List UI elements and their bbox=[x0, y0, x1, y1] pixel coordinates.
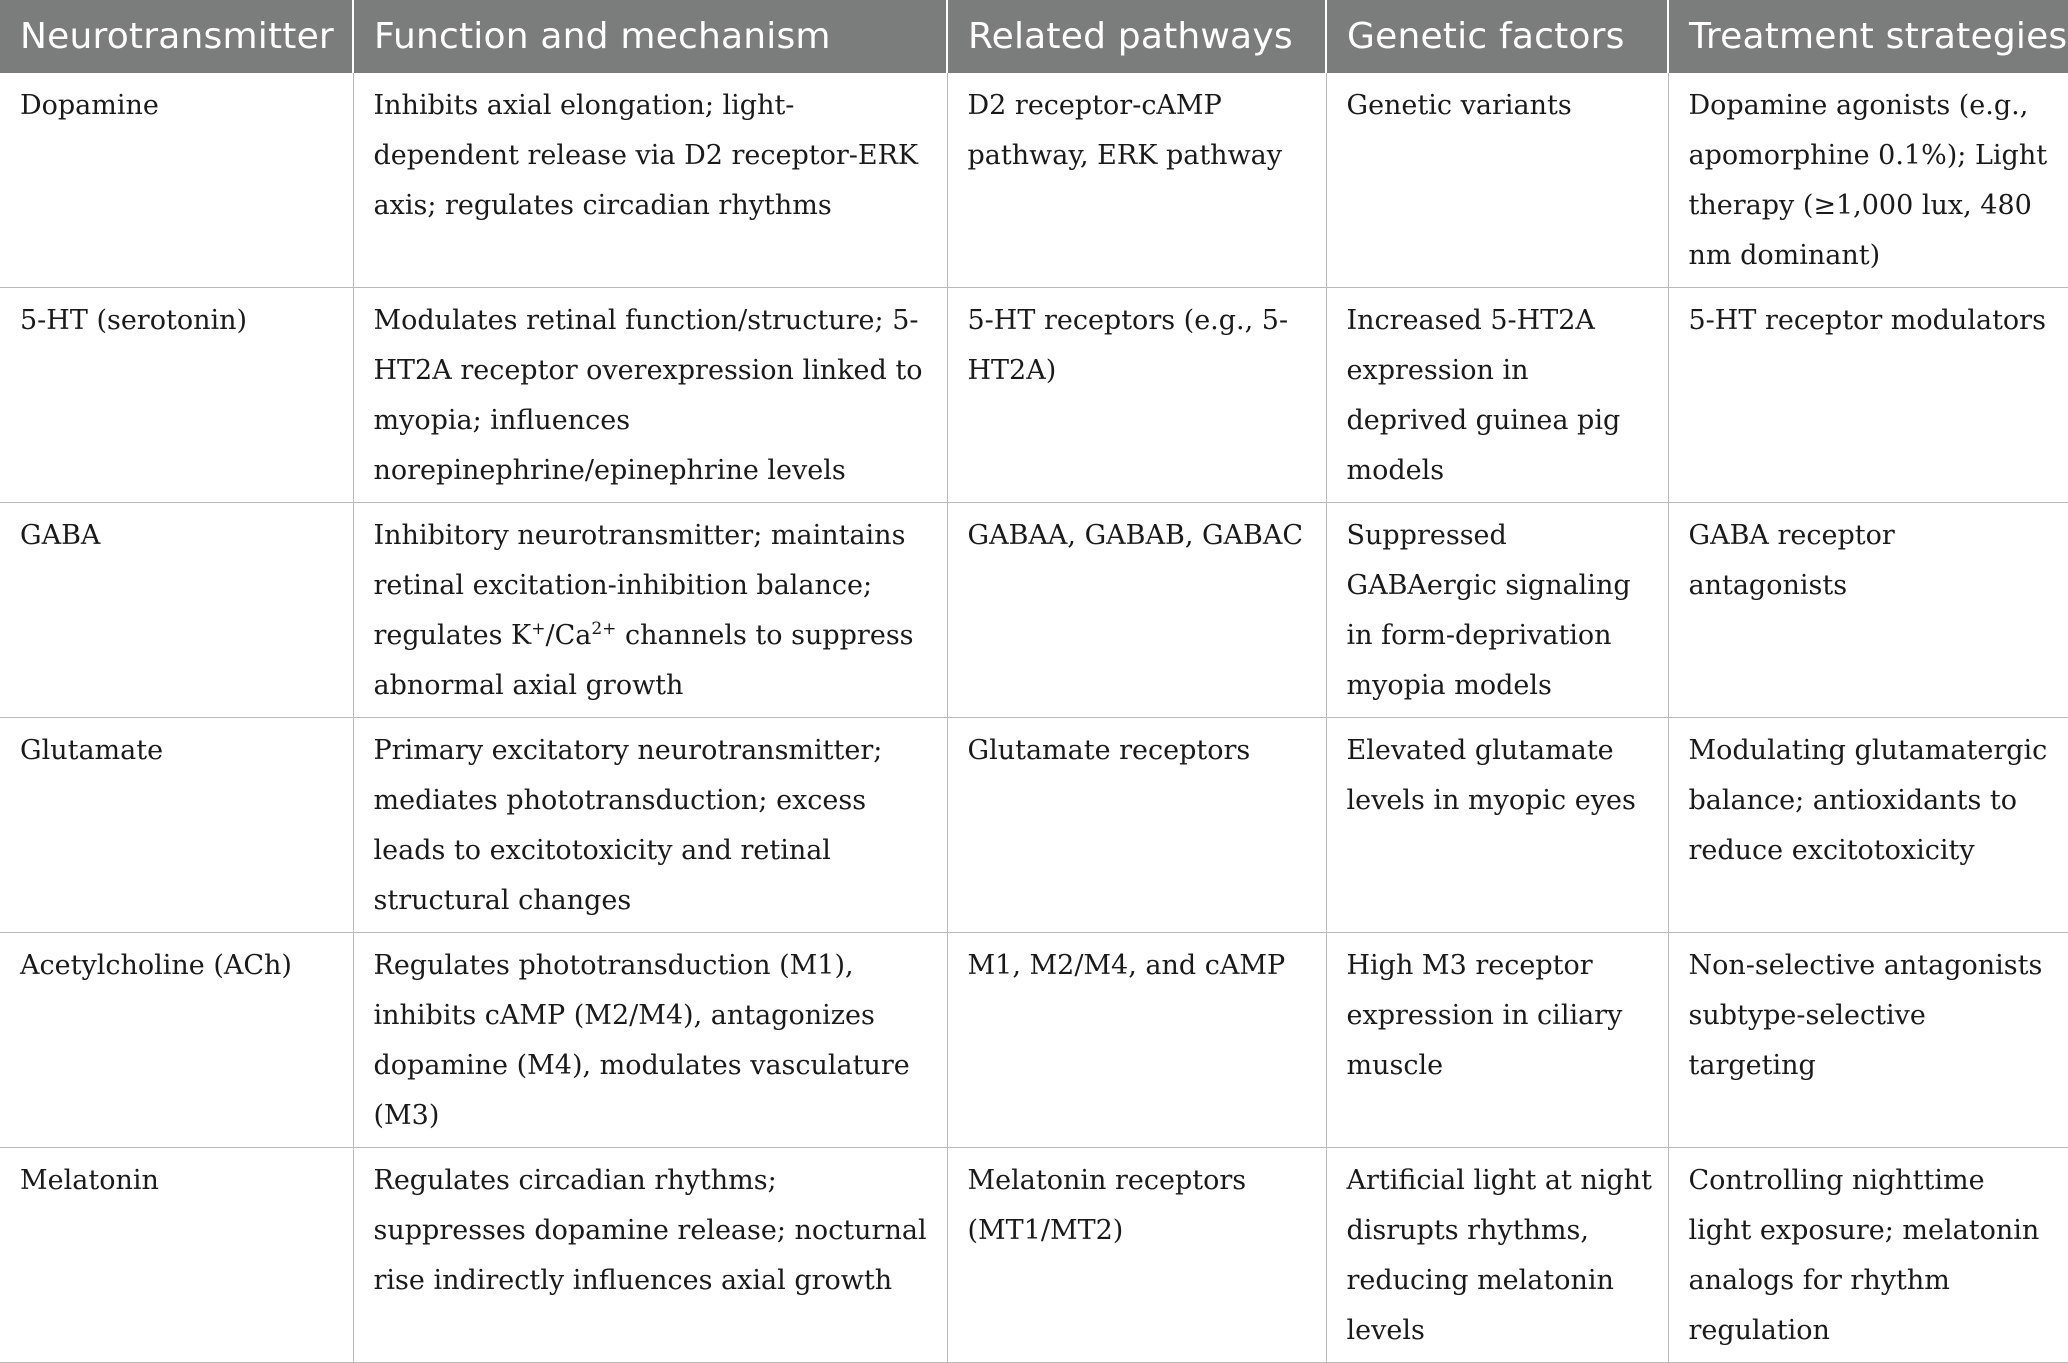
cell-pathways: M1, M2/M4, and cAMP bbox=[946, 932, 1326, 1148]
header-function-and-mechanism: Function and mechanism bbox=[352, 0, 947, 73]
cell-neurotransmitter: Dopamine bbox=[0, 73, 353, 288]
cell-pathways: D2 receptor-cAMP pathway, ERK pathway bbox=[946, 73, 1326, 288]
table-header: Neurotransmitter Function and mechanism … bbox=[0, 0, 2068, 73]
cell-function: Inhibitory neurotransmitter; maintains r… bbox=[352, 502, 947, 718]
cell-genetic: Increased 5-HT2A expression in deprived … bbox=[1325, 287, 1668, 503]
cell-genetic: High M3 receptor expression in ciliary m… bbox=[1325, 932, 1668, 1148]
cell-treatment: Dopamine agonists (e.g., apomorphine 0.1… bbox=[1667, 73, 2068, 288]
cell-neurotransmitter: GABA bbox=[0, 502, 353, 718]
header-genetic-factors: Genetic factors bbox=[1325, 0, 1668, 73]
cell-function-text-a: Inhibitory neurotransmitter; maintains r… bbox=[373, 520, 906, 651]
cell-pathways: GABAA, GABAB, GABAC bbox=[946, 502, 1326, 718]
cell-genetic: Elevated glutamate levels in myopic eyes bbox=[1325, 717, 1668, 933]
header-related-pathways: Related pathways bbox=[946, 0, 1326, 73]
cell-genetic: Artificial light at night disrupts rhyth… bbox=[1325, 1147, 1668, 1363]
header-treatment-strategies: Treatment strategies bbox=[1667, 0, 2068, 73]
table-row: Acetylcholine (ACh) Regulates phototrans… bbox=[0, 932, 2068, 1148]
table-body: Dopamine Inhibits axial elongation; ligh… bbox=[0, 73, 2068, 1363]
table-row: Dopamine Inhibits axial elongation; ligh… bbox=[0, 73, 2068, 288]
cell-function: Regulates circadian rhythms; suppresses … bbox=[352, 1147, 947, 1363]
cell-neurotransmitter: Melatonin bbox=[0, 1147, 353, 1363]
table-row: 5-HT (serotonin) Modulates retinal funct… bbox=[0, 287, 2068, 503]
cell-genetic: Suppressed GABAergic signaling in form-d… bbox=[1325, 502, 1668, 718]
cell-function: Regulates phototransduction (M1), inhibi… bbox=[352, 932, 947, 1148]
superscript-2plus: 2+ bbox=[591, 619, 617, 639]
table-row: Glutamate Primary excitatory neurotransm… bbox=[0, 717, 2068, 933]
cell-neurotransmitter: Acetylcholine (ACh) bbox=[0, 932, 353, 1148]
table-row: GABA Inhibitory neurotransmitter; mainta… bbox=[0, 502, 2068, 718]
cell-function: Inhibits axial elongation; light-depende… bbox=[352, 73, 947, 288]
cell-treatment: Non-selective antagonists subtype-select… bbox=[1667, 932, 2068, 1148]
superscript-plus: + bbox=[531, 619, 546, 639]
header-neurotransmitter: Neurotransmitter bbox=[0, 0, 353, 73]
cell-pathways: Glutamate receptors bbox=[946, 717, 1326, 933]
cell-function: Primary excitatory neurotransmitter; med… bbox=[352, 717, 947, 933]
cell-treatment: GABA receptor antagonists bbox=[1667, 502, 2068, 718]
cell-function-text-c: channels to suppress abnormal axial grow… bbox=[373, 620, 914, 701]
cell-function: Modulates retinal function/structure; 5-… bbox=[352, 287, 947, 503]
cell-pathways: 5-HT receptors (e.g., 5-HT2A) bbox=[946, 287, 1326, 503]
cell-neurotransmitter: 5-HT (serotonin) bbox=[0, 287, 353, 503]
cell-treatment: 5-HT receptor modulators bbox=[1667, 287, 2068, 503]
table-row: Melatonin Regulates circadian rhythms; s… bbox=[0, 1147, 2068, 1363]
cell-pathways: Melatonin receptors (MT1/MT2) bbox=[946, 1147, 1326, 1363]
cell-genetic: Genetic variants bbox=[1325, 73, 1668, 288]
cell-treatment: Modulating glutamatergic balance; antiox… bbox=[1667, 717, 2068, 933]
cell-function-text-b: /Ca bbox=[545, 620, 592, 651]
cell-neurotransmitter: Glutamate bbox=[0, 717, 353, 933]
cell-treatment: Controlling nighttime light exposure; me… bbox=[1667, 1147, 2068, 1363]
header-row: Neurotransmitter Function and mechanism … bbox=[0, 0, 2068, 73]
